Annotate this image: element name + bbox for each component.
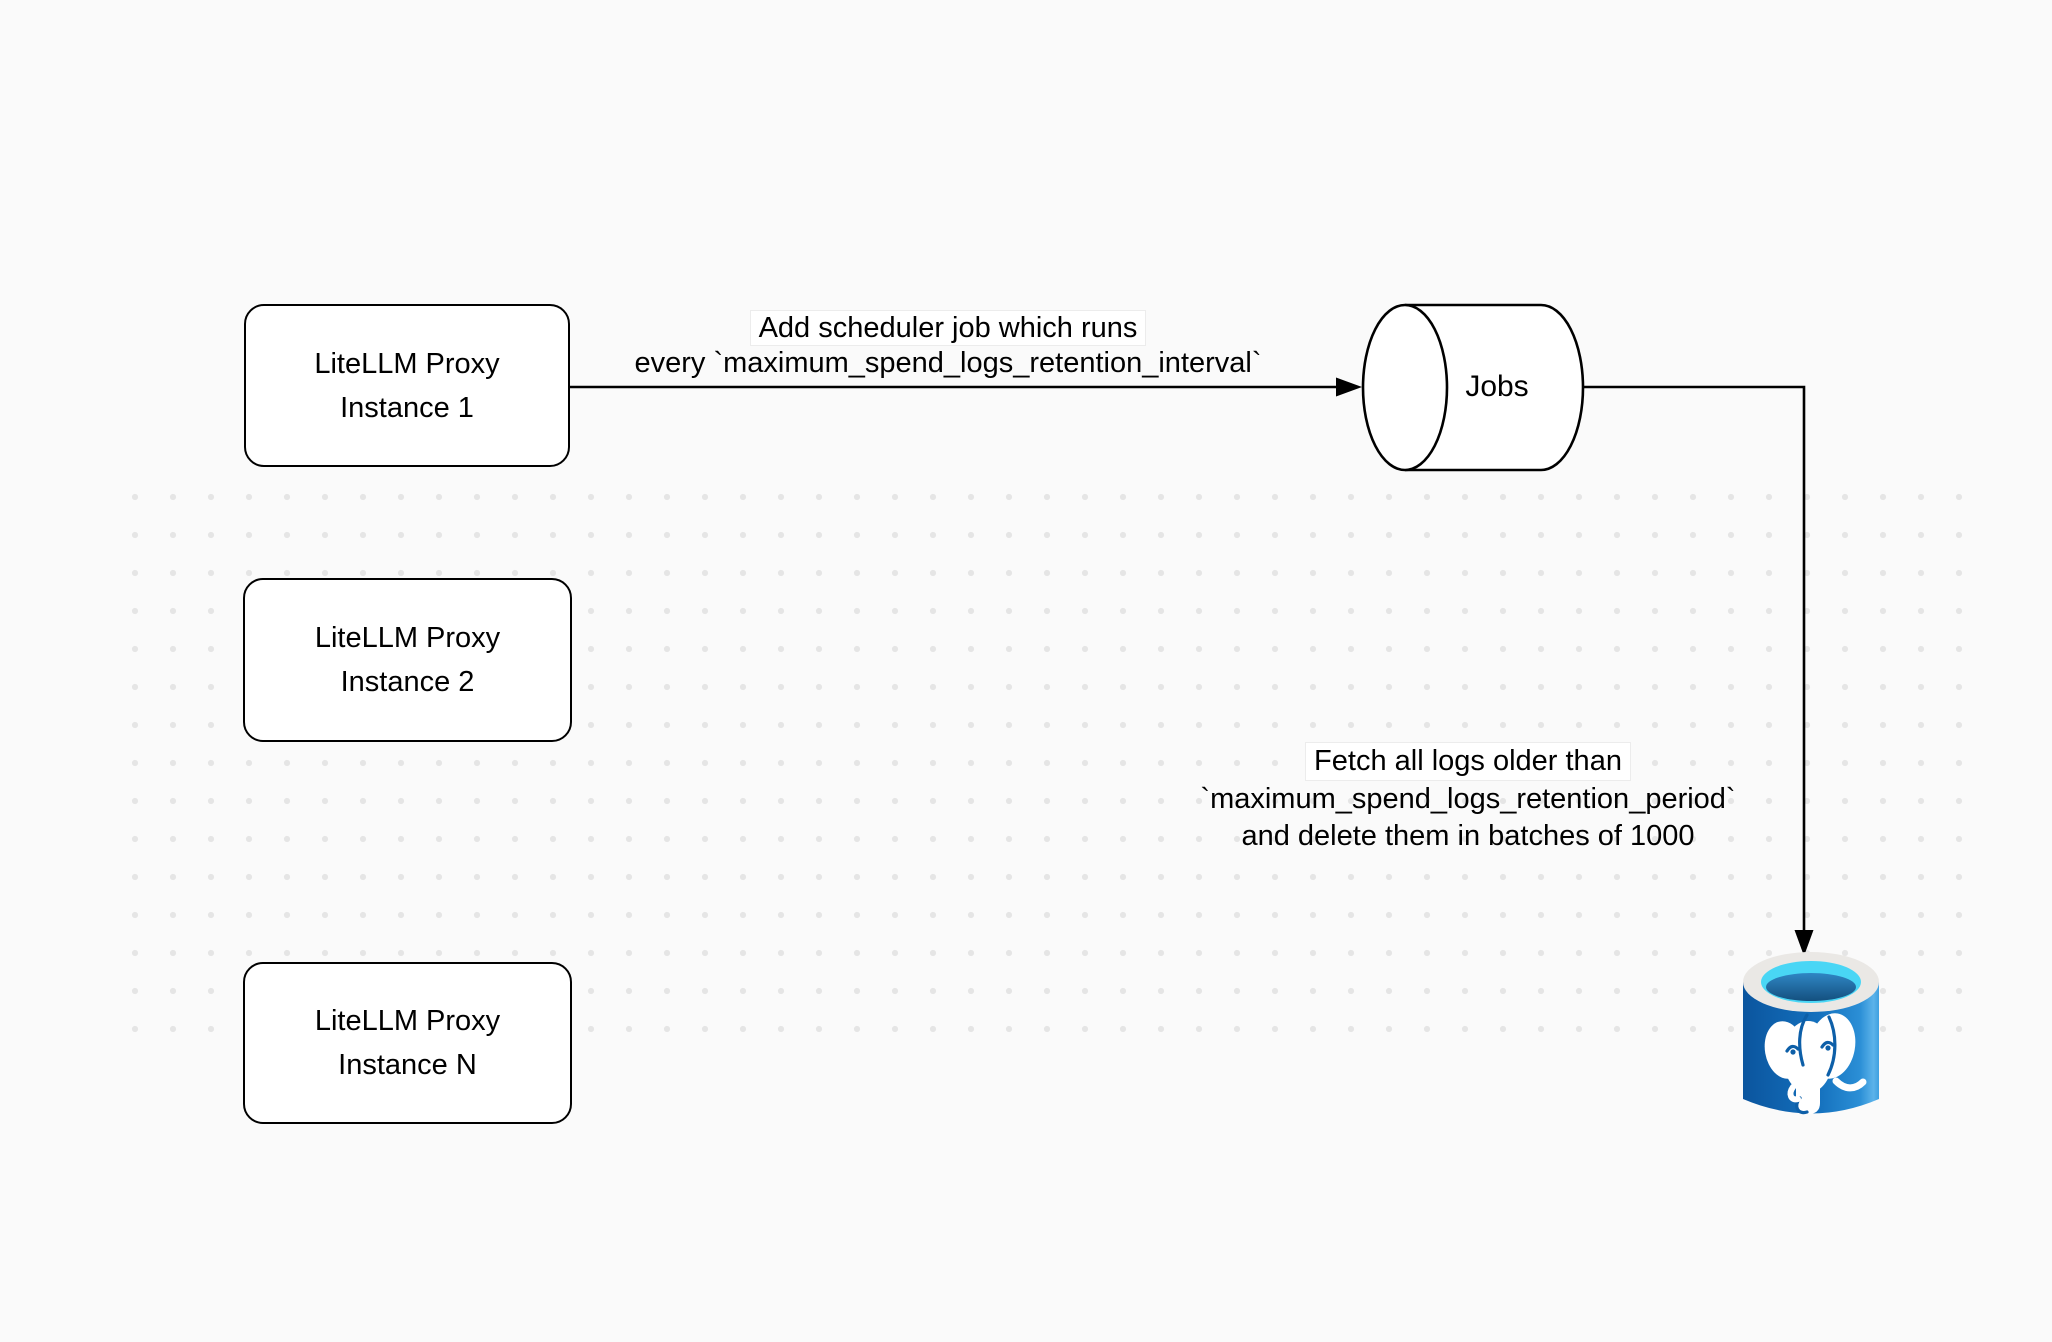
arrow-instance1-to-jobs xyxy=(566,377,1362,397)
edge-label-line: Fetch all logs older than xyxy=(1305,742,1631,781)
edge-label-fetch-delete: Fetch all logs older than `maximum_spend… xyxy=(1118,742,1818,855)
node-label-line: Instance N xyxy=(338,1049,477,1081)
node-label-line: Instance 2 xyxy=(340,666,475,698)
postgres-elephant-icon xyxy=(1764,1013,1867,1115)
dot-grid-background xyxy=(116,478,1978,1048)
node-litellm-proxy-instance-2: LiteLLM Proxy Instance 2 xyxy=(243,578,572,742)
node-label-line: LiteLLM Proxy xyxy=(314,347,500,380)
node-litellm-proxy-instance-n: LiteLLM Proxy Instance N xyxy=(243,962,572,1124)
jobs-cylinder-shape xyxy=(1361,303,1585,472)
node-label-line: Instance 1 xyxy=(340,391,474,424)
node-label-line: LiteLLM Proxy xyxy=(314,622,501,654)
edge-label-line: Add scheduler job which runs xyxy=(749,310,1147,346)
edge-label-scheduler: Add scheduler job which runs every `maxi… xyxy=(598,310,1298,380)
node-label-line: LiteLLM Proxy xyxy=(314,1005,501,1037)
edge-label-line: `maximum_spend_logs_retention_period` xyxy=(1200,783,1736,815)
postgres-opening-water xyxy=(1766,973,1856,1001)
edge-label-line: every `maximum_spend_logs_retention_inte… xyxy=(634,347,1262,379)
arrowhead-down-icon xyxy=(1794,930,1814,956)
edge-label-line: and delete them in batches of 1000 xyxy=(1241,820,1695,852)
arrow-jobs-to-postgres xyxy=(1583,385,1814,956)
node-jobs-label: Jobs xyxy=(1465,370,1529,403)
node-litellm-proxy-instance-1: LiteLLM Proxy Instance 1 xyxy=(244,304,570,467)
postgresql-icon xyxy=(1743,952,1879,1115)
arrowhead-right-icon xyxy=(1336,377,1362,397)
